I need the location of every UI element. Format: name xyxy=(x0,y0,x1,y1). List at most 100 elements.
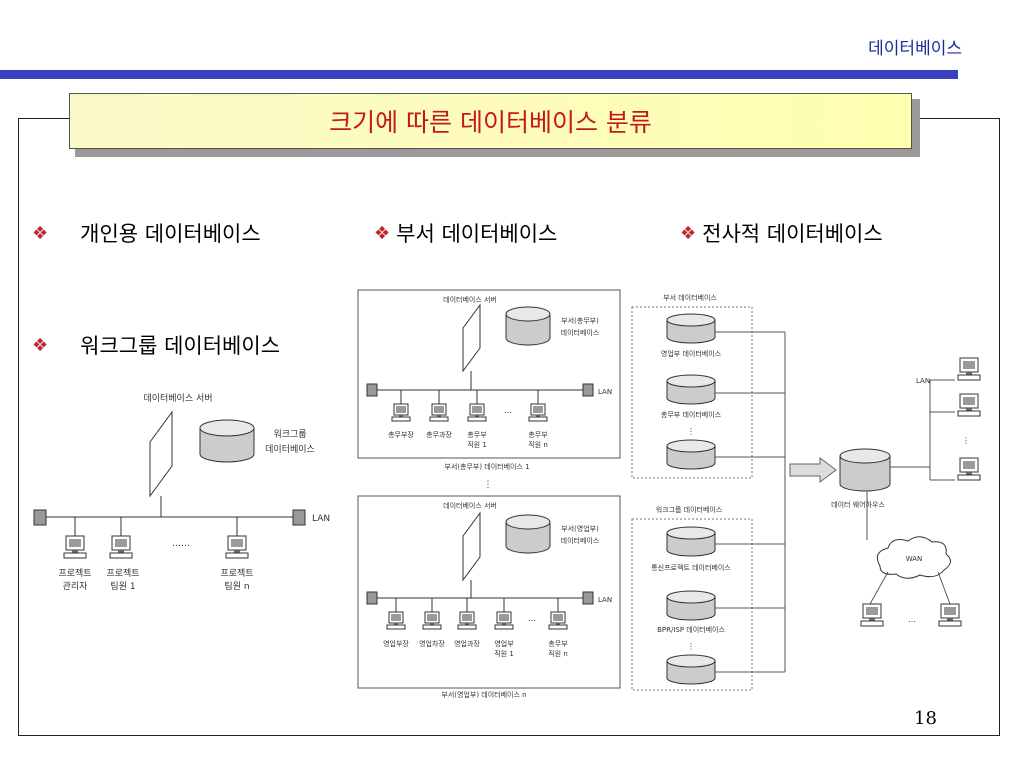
dept1-lan-label: LAN xyxy=(598,388,612,396)
database-cylinder-icon xyxy=(666,526,716,557)
dept2-pc2-label: 영업차장 xyxy=(419,639,445,648)
dept2-pc4-label-1: 영업부 xyxy=(494,639,514,648)
dept2-lan-label: LAN xyxy=(598,596,612,604)
database-cylinder-icon xyxy=(505,514,551,554)
ent-dept-group-label: 부서 데이터베이스 xyxy=(663,293,717,302)
bullet-department-label: 부서 데이터베이스 xyxy=(396,222,558,246)
dept2-pc1-label: 영업부장 xyxy=(383,639,409,648)
dept1-pc1-label: 총무부장 xyxy=(388,430,414,439)
lan-terminator xyxy=(292,509,306,526)
dept2-pc4-label-2: 직원 1 xyxy=(494,649,514,658)
computer-icon xyxy=(494,611,514,630)
diamond-bullet-icon: ❖ xyxy=(374,222,391,244)
computer-icon xyxy=(386,611,406,630)
computer-icon xyxy=(957,357,981,381)
computer-icon xyxy=(109,535,133,559)
lan-terminator xyxy=(366,591,378,605)
computer-icon xyxy=(938,603,962,627)
diamond-bullet-icon: ❖ xyxy=(32,334,49,356)
dept2-caption: 부서(영업부) 데이터베이스 n xyxy=(441,690,526,699)
database-cylinder-icon xyxy=(666,590,716,621)
wg-dots: …… xyxy=(172,539,190,549)
database-cylinder-icon xyxy=(666,439,716,470)
enterprise-diagram: 부서 데이터베이스 영업부 데이터베이스 총무부 데이터베이스 ⋮ 워크그룹 데… xyxy=(631,293,981,691)
dept1-dots: … xyxy=(504,406,512,415)
dept1-pc3-label-2: 직원 1 xyxy=(467,440,487,449)
dept2-pc5-label-1: 총무부 xyxy=(548,639,568,648)
dept2-server-label: 데이터베이스 서버 xyxy=(443,501,497,510)
vertical-ellipsis: ⋮ xyxy=(484,480,493,490)
diamond-bullet-icon: ❖ xyxy=(680,222,697,244)
wg-pc2-label-1: 프로젝트 xyxy=(106,568,139,579)
dept2-db-label-2: 데이터베이스 xyxy=(561,536,600,545)
ent-warehouse-label: 데이터 웨어하우스 xyxy=(831,500,885,509)
data-warehouse-icon xyxy=(839,448,891,492)
bullet-personal-db: ❖ 개인용 데이터베이스 xyxy=(32,218,261,248)
dept1-pc4-label-1: 총무부 xyxy=(528,430,548,439)
ent-wg-group-label: 워크그룹 데이터베이스 xyxy=(656,505,723,514)
diamond-bullet-icon: ❖ xyxy=(32,222,49,244)
wg-server-label: 데이터베이스 서버 xyxy=(143,393,212,404)
header-accent-bar xyxy=(0,70,958,79)
workgroup-diagram: 데이터베이스 서버 워크그룹 데이터베이스 LAN …… 프로젝트 관리자 프로… xyxy=(33,393,330,592)
computer-icon xyxy=(860,603,884,627)
bullet-workgroup-label: 워크그룹 데이터베이스 xyxy=(80,334,281,358)
dept1-box xyxy=(357,289,621,459)
database-cylinder-icon xyxy=(666,374,716,405)
ent-bpr-db-label: BPR/ISP 데이터베이스 xyxy=(657,625,725,634)
computer-icon xyxy=(457,611,477,630)
wg-pc1-label-1: 프로젝트 xyxy=(58,568,91,579)
computer-icon xyxy=(467,403,487,422)
wg-pc2-label-2: 팀원 1 xyxy=(110,580,135,592)
dept1-db-label-1: 부서(총무부) xyxy=(561,316,599,325)
vertical-ellipsis: ⋮ xyxy=(687,427,695,436)
wg-pc1-label-2: 관리자 xyxy=(63,581,89,592)
dept1-server-label: 데이터베이스 서버 xyxy=(443,295,497,304)
dept2-pc3-label: 영업과장 xyxy=(454,639,480,648)
computer-icon xyxy=(63,535,87,559)
dept-diagram-2: 데이터베이스 서버 부서(영업부) 데이터베이스 LAN … 영업부장 영업차장… xyxy=(357,495,621,699)
vertical-ellipsis: ⋮ xyxy=(962,436,970,445)
lan-terminator xyxy=(33,509,47,526)
dept-diagram-1: 데이터베이스 서버 부서(총무부) 데이터베이스 LAN … 총무부장 총무과장… xyxy=(357,289,621,490)
arrow-right-icon xyxy=(789,457,837,483)
bullet-enterprise-label: 전사적 데이터베이스 xyxy=(702,222,883,246)
computer-icon xyxy=(957,457,981,481)
vertical-ellipsis: ⋮ xyxy=(687,642,695,651)
computer-icon xyxy=(225,535,249,559)
dept2-db-label-1: 부서(영업부) xyxy=(561,524,599,533)
ent-sales-db-label: 영업부 데이터베이스 xyxy=(661,349,722,358)
dept1-db-label-2: 데이터베이스 xyxy=(561,328,600,337)
bullet-department-db: ❖ 부서 데이터베이스 xyxy=(374,218,557,248)
dept2-pc5-label-2: 직원 n xyxy=(548,649,568,658)
database-cylinder-icon xyxy=(666,654,716,685)
ent-lan-label: LAN xyxy=(916,377,930,385)
dept1-pc2-label: 총무과장 xyxy=(426,430,452,439)
server-icon xyxy=(462,303,481,373)
lan-terminator xyxy=(582,383,594,397)
bullet-personal-label: 개인용 데이터베이스 xyxy=(80,222,261,246)
ent-general-db-label: 총무부 데이터베이스 xyxy=(661,410,722,419)
bullet-workgroup-db: ❖ 워크그룹 데이터베이스 xyxy=(32,330,280,360)
wg-db-label-2: 데이터베이스 xyxy=(265,444,315,455)
dept2-dots: … xyxy=(528,614,536,623)
wg-pc3-label-1: 프로젝트 xyxy=(220,568,253,579)
page-number: 18 xyxy=(914,708,937,729)
ent-dots: … xyxy=(908,615,916,624)
dept1-pc3-label-1: 총무부 xyxy=(467,430,487,439)
computer-icon xyxy=(391,403,411,422)
computer-icon xyxy=(429,403,449,422)
server-icon xyxy=(149,410,173,498)
dept2-box xyxy=(357,495,621,689)
ent-wan-label: WAN xyxy=(906,555,923,563)
database-cylinder-icon xyxy=(199,419,255,463)
wg-pc3-label-2: 팀원 n xyxy=(224,580,249,592)
bullet-enterprise-db: ❖ 전사적 데이터베이스 xyxy=(680,218,883,248)
lan-terminator xyxy=(366,383,378,397)
database-cylinder-icon xyxy=(666,313,716,344)
slide-title: 크기에 따른 데이터베이스 분류 xyxy=(69,93,912,149)
dept1-pc4-label-2: 직원 n xyxy=(528,440,548,449)
dept1-caption: 부서(총무부) 데이터베이스 1 xyxy=(444,462,529,471)
computer-icon xyxy=(548,611,568,630)
